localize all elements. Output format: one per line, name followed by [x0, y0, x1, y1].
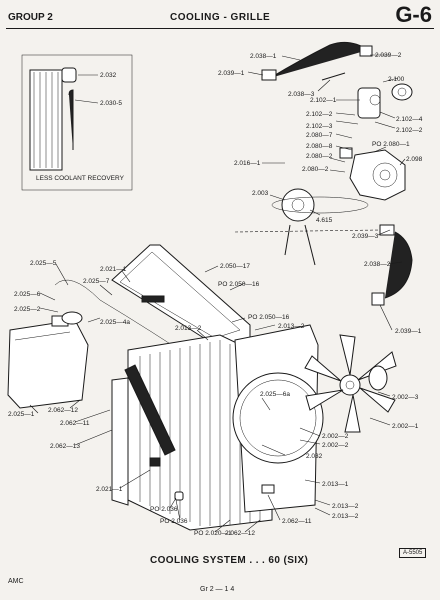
part-labels: 2.038—1 2.039—2 2.039—1 2.038—3 2.100 2.…	[8, 52, 423, 537]
radiator-cap-inset	[61, 67, 77, 83]
part-label: 2.025—4a	[100, 319, 130, 326]
inset-caption: LESS COOLANT RECOVERY	[36, 175, 125, 182]
part-label: 2.013—2	[332, 513, 359, 520]
fan-shroud	[232, 324, 324, 513]
part-label: 2.038—1	[250, 53, 277, 60]
part-label: 2.013—2	[332, 503, 359, 510]
part-label: 2.080—2	[306, 153, 333, 160]
part-label: 2.032	[306, 453, 323, 460]
part-label: 2.013—2	[278, 323, 305, 330]
part-label: PO 2.020—1	[194, 530, 232, 537]
part-label: 2.003	[252, 190, 269, 197]
lower-radiator-hose	[384, 231, 413, 299]
leader-lines	[29, 54, 406, 533]
part-label: 2.021—1	[96, 486, 123, 493]
part-label: 2.039—1	[395, 328, 422, 335]
inset-label-2: 2.030-5	[100, 100, 122, 107]
part-label: 2.016—1	[234, 160, 261, 167]
part-label: 2.038—2	[364, 261, 391, 268]
part-label: 2.062—13	[50, 443, 80, 450]
figure-reference-code: A-5505	[399, 548, 427, 558]
page-title: COOLING - GRILLE	[170, 12, 271, 23]
part-label: 2.062—11	[282, 518, 312, 525]
part-label: 2.080—7	[306, 132, 333, 139]
part-label: PO 2.080—1	[372, 141, 410, 148]
part-label: 2.100	[388, 76, 405, 83]
hose-clamp	[261, 69, 277, 81]
part-label: 2.039—1	[218, 70, 245, 77]
part-label: 2.039—2	[375, 52, 402, 59]
thermostat	[391, 83, 413, 101]
part-label: 2.080—8	[306, 143, 333, 150]
part-label: 2.102—4	[396, 116, 423, 123]
part-label: 2.062—11	[60, 420, 90, 427]
part-label: 2.102—1	[310, 97, 337, 104]
figure-caption: COOLING SYSTEM . . . 60 (SIX)	[150, 555, 309, 566]
part-label: 2.002—3	[392, 394, 419, 401]
part-label: 2.025—7	[83, 278, 110, 285]
inset-label-1: 2.032	[100, 72, 117, 79]
fan-pulley	[271, 188, 369, 266]
part-label: PO 2.036	[160, 518, 188, 525]
part-label: PO 2.036	[150, 506, 178, 513]
fan-spacer	[368, 365, 388, 391]
part-label: 2.002—2	[322, 442, 349, 449]
part-label: 2.025—2	[14, 306, 41, 313]
part-label: 2.098	[406, 156, 423, 163]
group-label: GROUP 2	[8, 12, 53, 23]
part-label: 2.050—17	[220, 263, 250, 270]
part-label: 2.025—6a	[260, 391, 290, 398]
part-label: 2.025—1	[8, 411, 35, 418]
part-label: 2.021—1	[100, 266, 127, 273]
part-label: 2.013—2	[175, 325, 202, 332]
inset-less-coolant-recovery: 2.032 2.030-5 LESS COOLANT RECOVERY	[21, 54, 133, 191]
part-label: PO 2.050—16	[218, 281, 260, 288]
hose-clip	[321, 72, 346, 81]
footer-brand: AMC	[8, 578, 24, 585]
footer-page-number: Gr 2 — 1 4	[200, 586, 235, 593]
part-label: 2.038—3	[288, 91, 315, 98]
part-label: 2.002—1	[392, 423, 419, 430]
part-label: 2.102—2	[306, 111, 333, 118]
header-rule	[6, 28, 434, 29]
section-code: G-6	[395, 2, 432, 27]
radiator-seal	[124, 364, 176, 456]
water-pump	[339, 147, 406, 201]
part-label: 2.062—12	[225, 530, 255, 537]
part-label: PO 2.050—16	[248, 314, 290, 321]
hose-clamp	[371, 292, 385, 306]
part-label: 2.102—2	[396, 127, 423, 134]
fan	[304, 334, 397, 433]
upper-radiator-hose	[269, 41, 369, 79]
part-label: 4.615	[316, 217, 333, 224]
part-label: 2.062—12	[48, 407, 78, 414]
part-label: 2.025—6	[14, 291, 41, 298]
part-label: 2.102—3	[306, 123, 333, 130]
radiator	[111, 334, 273, 531]
part-label: 2.025—5	[30, 260, 57, 267]
drain-cock	[174, 491, 184, 501]
part-label: 2.013—1	[322, 481, 349, 488]
thermostat-housing	[357, 83, 413, 119]
hose-clamp	[359, 45, 373, 57]
part-label: 2.039—3	[352, 233, 379, 240]
part-label: 2.002—2	[322, 433, 349, 440]
overflow-hose-inset	[68, 89, 74, 150]
coolant-recovery-bottle	[7, 311, 89, 409]
part-label: 2.080—2	[302, 166, 329, 173]
